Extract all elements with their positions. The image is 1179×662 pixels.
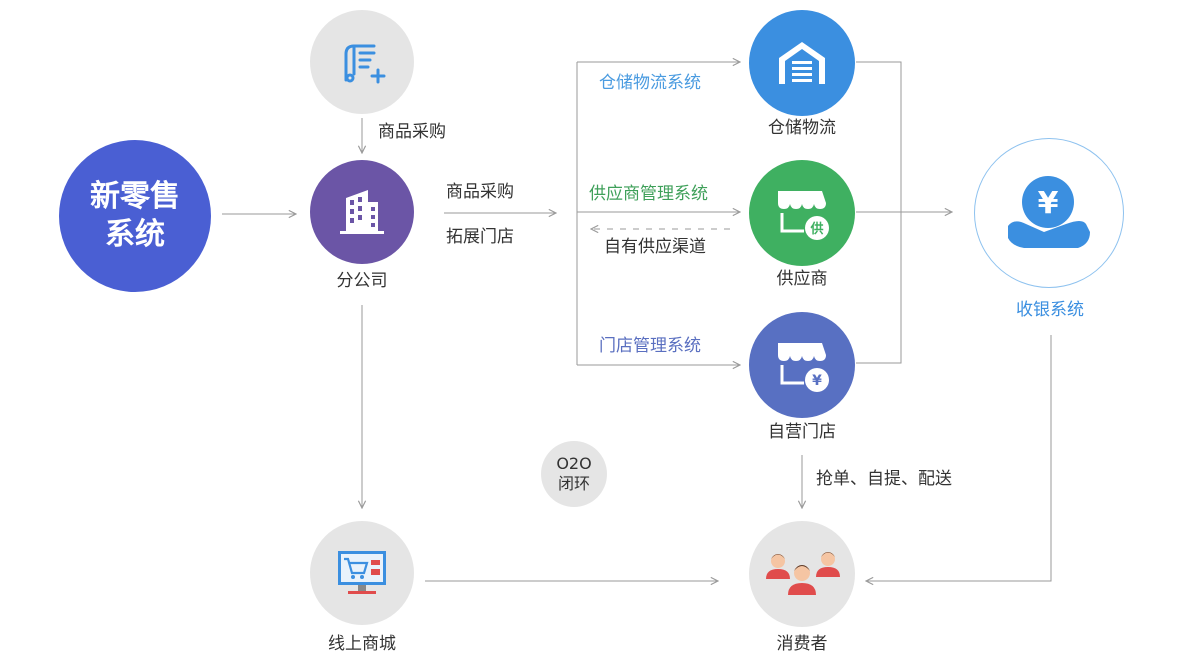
building-icon <box>340 190 384 234</box>
online-mall-node <box>310 521 414 625</box>
self-store-label: 自营门店 <box>768 422 836 442</box>
store-badge-text: ¥ <box>812 373 822 389</box>
warehouse-icon <box>779 42 825 84</box>
branch-label: 分公司 <box>336 271 388 291</box>
o2o-line1: O2O <box>556 454 592 473</box>
warehouse-label: 仓储物流 <box>768 118 836 138</box>
o2o-badge: O2O 闭环 <box>541 441 607 507</box>
people-icon <box>766 552 840 595</box>
online-mall-label: 线上商城 <box>328 634 396 654</box>
arrow-cashier-to-consumer <box>866 335 1052 581</box>
cashier-symbol: ¥ <box>1038 186 1059 221</box>
store-system-label: 门店管理系统 <box>599 336 701 356</box>
cashier-label: 收银系统 <box>1016 300 1084 320</box>
shop-yen-icon: ¥ <box>778 343 829 392</box>
supplier-system-label: 供应商管理系统 <box>589 184 708 204</box>
supplier-node: 供 <box>749 160 855 266</box>
cashier-node: ¥ <box>974 138 1124 288</box>
hand-yen-icon: ¥ <box>1008 176 1090 248</box>
procure-label: 商品采购 <box>378 122 446 142</box>
consumer-node <box>749 521 855 627</box>
own-channel-label: 自有供应渠道 <box>604 237 706 257</box>
branch-out-label-1: 商品采购 <box>446 182 514 202</box>
procure-node <box>310 10 414 114</box>
core-node: 新零售 系统 <box>59 140 211 292</box>
warehouse-system-label: 仓储物流系统 <box>599 73 701 93</box>
branch-node <box>310 160 414 264</box>
core-title-line1: 新零售 <box>90 179 180 214</box>
consumer-label: 消费者 <box>776 634 828 654</box>
monitor-cart-icon <box>338 551 386 594</box>
branch-out-label-2: 拓展门店 <box>446 227 514 247</box>
supplier-label: 供应商 <box>776 269 828 289</box>
store-to-consumer-label: 抢单、自提、配送 <box>816 469 952 489</box>
supplier-badge-text: 供 <box>809 221 823 237</box>
clipboard-plus-icon <box>344 44 386 84</box>
shop-supplier-icon: 供 <box>778 191 829 240</box>
o2o-line2: 闭环 <box>557 474 590 493</box>
self-store-node: ¥ <box>749 312 855 418</box>
warehouse-node <box>749 10 855 116</box>
core-title-line2: 系统 <box>105 217 165 252</box>
